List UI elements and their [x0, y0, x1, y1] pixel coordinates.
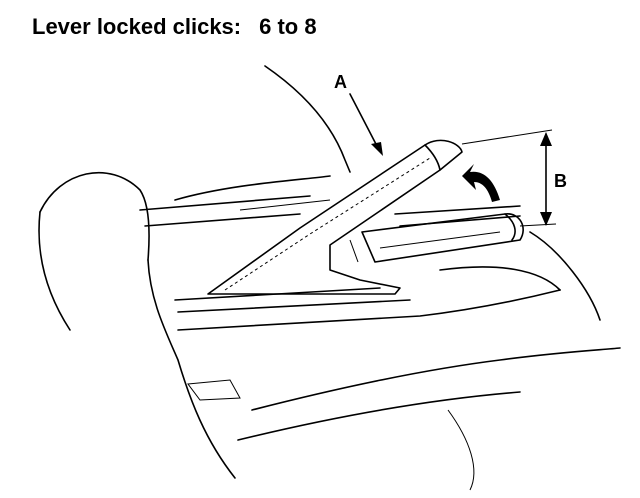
- lift-arrow: [462, 164, 500, 202]
- heading-label: Lever locked clicks:: [32, 14, 242, 39]
- dimension-b: B: [461, 129, 567, 227]
- lever-released: [361, 213, 524, 263]
- trim-outline: [174, 65, 351, 211]
- callout-a-arrowhead: [371, 142, 383, 156]
- lever-raised: [207, 139, 463, 295]
- callout-a-leader: [349, 93, 379, 149]
- console-outline: [139, 195, 621, 491]
- dimension-b-arrow-top: [540, 132, 552, 146]
- dimension-b-extension-top: [461, 129, 553, 145]
- callout-a: A: [334, 72, 383, 156]
- callout-b-label: B: [554, 171, 567, 191]
- heading: Lever locked clicks: 6 to 8: [32, 14, 317, 40]
- dimension-b-arrow-bottom: [540, 212, 552, 226]
- callout-a-label: A: [334, 72, 347, 92]
- dimension-b-extension-bottom: [519, 223, 557, 227]
- heading-value: 6 to 8: [259, 14, 317, 39]
- seat-outline: [38, 171, 241, 479]
